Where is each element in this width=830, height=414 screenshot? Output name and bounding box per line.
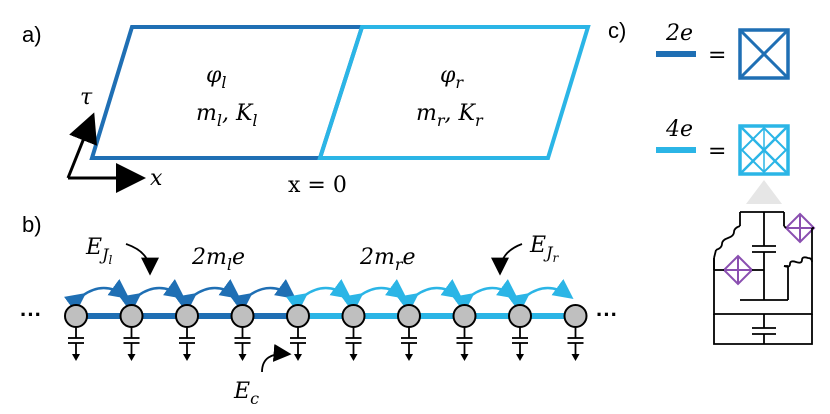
chain-node bbox=[64, 304, 88, 361]
chain-node bbox=[230, 304, 255, 361]
interface-label: x = 0 bbox=[288, 173, 347, 198]
ej-right-label: EJr bbox=[529, 233, 559, 265]
phi-right-label: φr bbox=[440, 63, 464, 92]
junction-2e-icon bbox=[738, 28, 790, 80]
circuit-junction-top-icon bbox=[784, 212, 816, 244]
panel-label-b: b) bbox=[22, 212, 42, 237]
charge-2e-label: 2e bbox=[665, 21, 693, 46]
hopping-arrow bbox=[507, 279, 574, 313]
params-right-label: mr, Kr bbox=[416, 101, 484, 130]
chain-node bbox=[175, 304, 199, 361]
chain-node bbox=[341, 304, 366, 361]
hopping-arrows bbox=[63, 279, 574, 313]
ellipsis-left: ··· bbox=[20, 302, 42, 327]
chain-node bbox=[286, 304, 310, 361]
zoom-wedge bbox=[746, 180, 782, 204]
ej-right-pointer bbox=[491, 243, 523, 276]
tau-label: τ bbox=[80, 85, 93, 110]
equals-4e: = bbox=[708, 139, 726, 164]
hopping-arrow bbox=[230, 279, 297, 313]
x-label: x bbox=[150, 166, 163, 191]
equals-2e: = bbox=[708, 43, 726, 68]
ej-left-pointer bbox=[125, 243, 159, 276]
hopping-arrow bbox=[396, 279, 463, 313]
chain-nodes bbox=[64, 304, 588, 361]
chain-node bbox=[119, 304, 144, 361]
chain-node bbox=[452, 304, 477, 361]
hopping-arrow bbox=[63, 279, 130, 313]
ec-pointer bbox=[261, 343, 292, 373]
hopping-arrow bbox=[174, 279, 241, 313]
ellipsis-right: ··· bbox=[596, 302, 618, 327]
hopping-arrow bbox=[452, 279, 519, 313]
circuit-junction-bottom-icon bbox=[722, 254, 754, 286]
panel-label-a: a) bbox=[22, 22, 42, 47]
left-region bbox=[89, 25, 365, 160]
junction-4e-icon bbox=[738, 124, 790, 176]
panel-label-c: c) bbox=[608, 18, 626, 43]
charge-4e-label: 4e bbox=[665, 117, 693, 142]
hopping-arrow bbox=[119, 279, 186, 313]
chain-node bbox=[508, 304, 532, 361]
hopping-arrow bbox=[341, 279, 408, 313]
hopping-right-label: 2mre bbox=[359, 245, 416, 274]
right-region bbox=[317, 25, 591, 160]
hopping-arrow bbox=[285, 279, 352, 313]
circuit-icon bbox=[713, 211, 813, 345]
chain-node bbox=[563, 304, 588, 361]
wire-top-right bbox=[783, 225, 787, 229]
ej-left-label: EJl bbox=[85, 235, 112, 267]
phi-left-label: φl bbox=[206, 63, 227, 92]
params-left-label: ml, Kl bbox=[196, 101, 258, 130]
hopping-left-label: 2mle bbox=[191, 245, 245, 274]
tau-axis-arrow bbox=[66, 112, 98, 179]
ec-label: Ec bbox=[233, 379, 259, 408]
chain-node bbox=[397, 304, 421, 361]
